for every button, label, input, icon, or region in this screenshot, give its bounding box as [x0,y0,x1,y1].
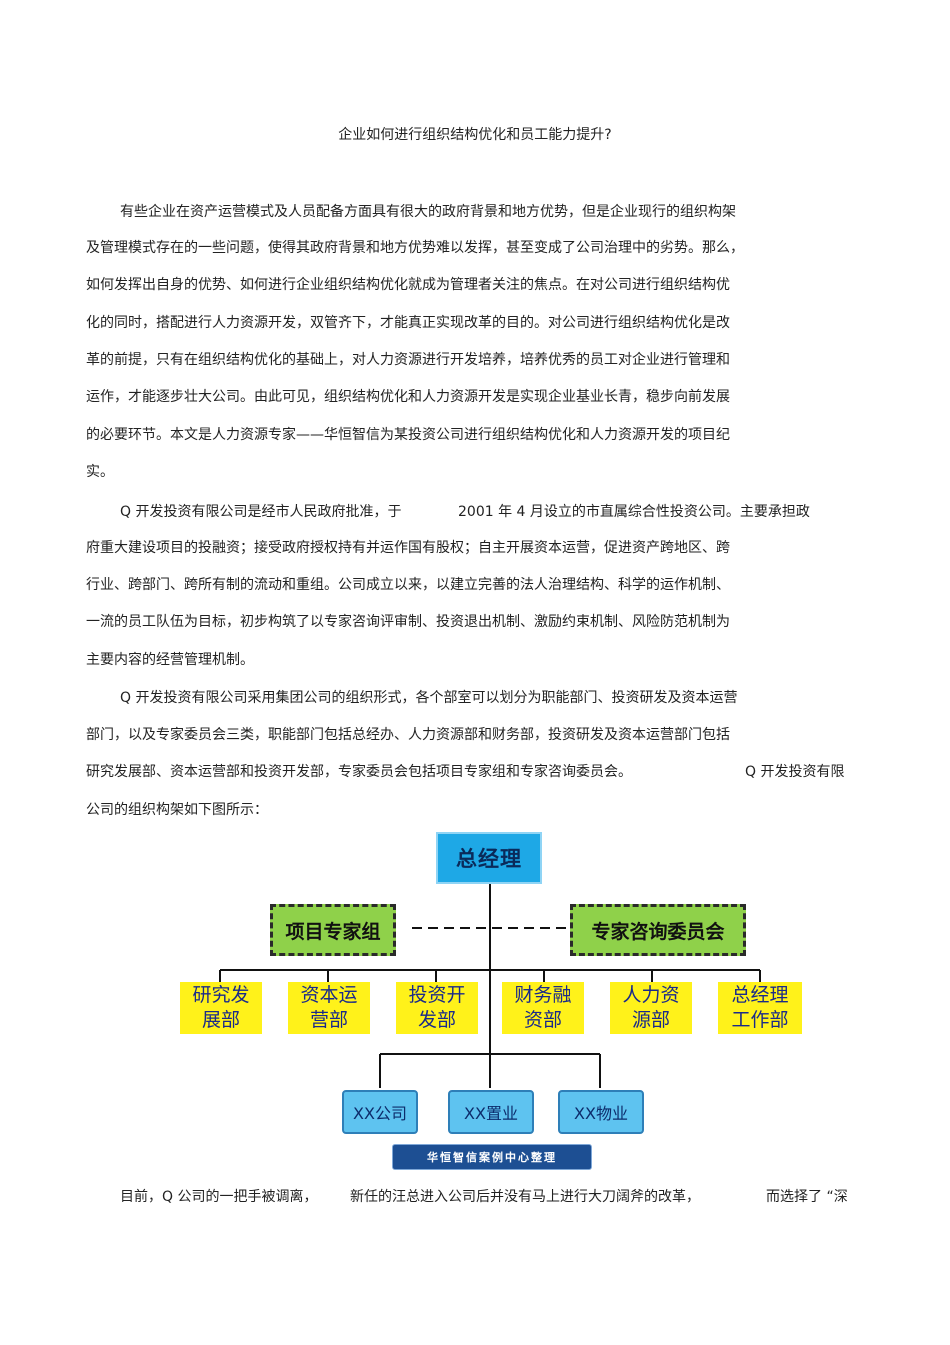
department-label-line: 资部 [523,1009,562,1031]
paragraph-2-line: 2001 年 4 月设立的市直属综合性投资公司。主要承担政 [458,504,810,520]
department-label-line: 研究发 [192,984,250,1006]
paragraph-1-line: 有些企业在资产运营模式及人员配备方面具有很大的政府背景和地方优势，但是企业现行的… [120,204,736,220]
department-label-line: 营部 [309,1009,348,1031]
chart-credit-banner: 华恒智信案例中心整理 [392,1144,592,1170]
paragraph-1-line: 化的同时，搭配进行人力资源开发，双管齐下，才能真正实现改革的目的。对公司进行组织… [86,315,730,331]
paragraph-4-line: 新任的汪总进入公司后并没有马上进行大刀阔斧的改革， [350,1189,700,1205]
org-node-subsidiary: XX物业 [558,1090,644,1134]
paragraph-1-line: 如何发挥出自身的优势、如何进行企业组织结构优化就成为管理者关注的焦点。在对公司进… [86,277,730,293]
org-node-expert-advisory-committee: 专家咨询委员会 [570,904,746,956]
department-label-line: 财务融 [514,984,572,1006]
org-node-subsidiary: XX公司 [342,1090,418,1134]
org-node-department: 研究发展部 [180,982,262,1034]
paragraph-4-line: 目前，Q 公司的一把手被调离， [120,1189,318,1205]
department-label-line: 资本运 [300,984,358,1006]
paragraph-3-line: 部门，以及专家委员会三类，职能部门包括总经办、人力资源部和财务部，投资研发及资本… [86,727,730,743]
org-chart-connectors [219,882,761,1088]
org-node-department: 财务融资部 [502,982,584,1034]
paragraph-2-line: 府重大建设项目的投融资；接受政府授权持有并运作国有股权；自主开展资本运营，促进资… [86,540,730,556]
org-node-department: 总经理工作部 [718,982,802,1034]
paragraph-2-line: 行业、跨部门、跨所有制的流动和重组。公司成立以来，以建立完善的法人治理结构、科学… [86,577,730,593]
paragraph-4-line: 而选择了 “深 [766,1189,848,1205]
org-chart: 总经理 项目专家组 专家咨询委员会 研究发展部 资本运营部 投资开发部 财务融资… [170,826,810,1176]
department-label-line: 工作部 [731,1009,789,1031]
paragraph-1-line: 运作，才能逐步壮大公司。由此可见，组织结构优化和人力资源开发是实现企业基业长青，… [86,389,730,405]
paragraph-2-line: 主要内容的经营管理机制。 [86,652,254,668]
department-label-line: 人力资 [622,984,680,1006]
paragraph-1-line: 革的前提，只有在组织结构优化的基础上，对人力资源进行开发培养，培养优秀的员工对企… [86,352,730,368]
org-node-department: 资本运营部 [288,982,370,1034]
department-label-line: 发部 [417,1009,456,1031]
department-label-line: 源部 [631,1009,670,1031]
paragraph-1-line: 的必要环节。本文是人力资源专家——华恒智信为某投资公司进行组织结构优化和人力资源… [86,427,730,443]
org-node-department: 投资开发部 [396,982,478,1034]
paragraph-1-line: 实。 [86,464,114,480]
paragraph-3-line: 研究发展部、资本运营部和投资开发部，专家委员会包括项目专家组和专家咨询委员会。 [86,764,632,780]
org-node-project-expert-group: 项目专家组 [270,904,396,956]
org-node-general-manager: 总经理 [436,832,542,884]
department-label-line: 总经理 [731,984,789,1006]
paragraph-1-line: 及管理模式存在的一些问题，使得其政府背景和地方优势难以发挥，甚至变成了公司治理中… [86,240,744,256]
paragraph-2-line: Q 开发投资有限公司是经市人民政府批准，于 [120,504,402,520]
document-title: 企业如何进行组织结构优化和员工能力提升? [338,127,612,143]
paragraph-3-line: 公司的组织构架如下图所示： [86,802,268,818]
paragraph-3-line: Q 开发投资有限公司采用集团公司的组织形式，各个部室可以划分为职能部门、投资研发… [120,690,738,706]
org-node-department: 人力资源部 [610,982,692,1034]
org-node-subsidiary: XX置业 [448,1090,534,1134]
paragraph-3-line: Q 开发投资有限 [745,764,845,780]
paragraph-2-line: 一流的员工队伍为目标，初步构筑了以专家咨询评审制、投资退出机制、激励约束机制、风… [86,614,730,630]
department-label-line: 展部 [201,1009,240,1031]
department-label-line: 投资开 [408,984,466,1006]
